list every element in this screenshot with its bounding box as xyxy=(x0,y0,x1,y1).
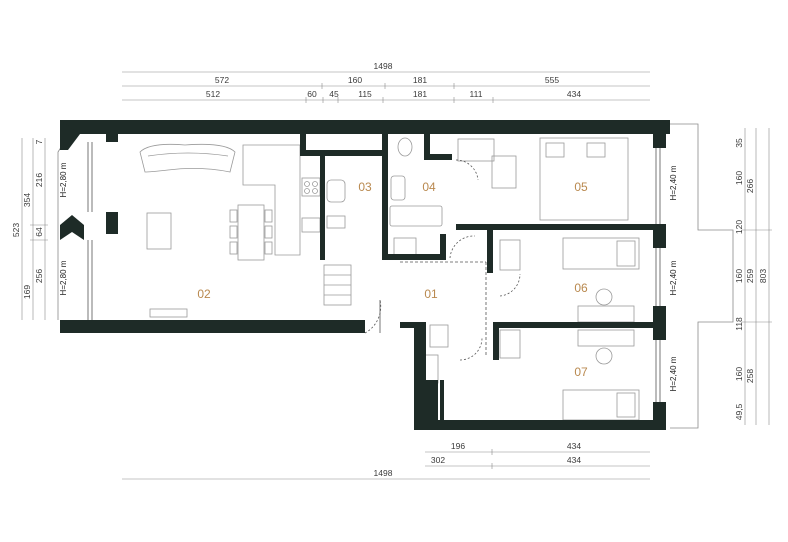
dim-top-row2-0: 512 xyxy=(206,89,220,99)
ceiling-height-right-3: H=2,40 m xyxy=(669,356,678,391)
dim-right-seg-6: 49,5 xyxy=(734,403,744,420)
room-labels: 01 02 03 04 05 06 07 xyxy=(197,180,588,379)
dimension-lines xyxy=(21,71,772,480)
dim-left-seg-1: 216 xyxy=(34,173,44,187)
room-label-01: 01 xyxy=(424,287,438,301)
right-dimension-labels: 35 160 120 160 118 160 49,5 266 259 258 … xyxy=(734,138,768,420)
furniture xyxy=(139,137,640,421)
dim-top-row2-2: 45 xyxy=(329,89,339,99)
room-label-03: 03 xyxy=(358,180,372,194)
dim-top-row2-4: 181 xyxy=(413,89,427,99)
dim-bottom-row1-1: 434 xyxy=(567,441,581,451)
ceiling-height-right-1: H=2,40 m xyxy=(669,165,678,200)
dim-top-row2-1: 60 xyxy=(307,89,317,99)
dim-right-seg-3: 160 xyxy=(734,269,744,283)
room-label-04: 04 xyxy=(422,180,436,194)
dim-right-seg-4: 118 xyxy=(734,317,744,331)
bottom-dimension-labels: 196 434 302 434 1498 xyxy=(374,441,582,478)
dim-right-seg-5: 160 xyxy=(734,367,744,381)
dim-left-seg-0: 7 xyxy=(34,139,44,144)
openings xyxy=(87,142,661,402)
dim-top-row1-3: 555 xyxy=(545,75,559,85)
dim-bottom-total: 1498 xyxy=(374,468,393,478)
room-label-05: 05 xyxy=(574,180,588,194)
dim-top-row1-2: 181 xyxy=(413,75,427,85)
dim-left-inner-bottom: 169 xyxy=(22,285,32,299)
dim-left-seg-2: 64 xyxy=(34,227,44,237)
room-label-06: 06 xyxy=(574,281,588,295)
dim-right-seg-1: 160 xyxy=(734,171,744,185)
walls xyxy=(60,120,670,430)
ceiling-height-right-2: H=2,40 m xyxy=(669,260,678,295)
ceiling-height-left-top: H=2,80 m xyxy=(59,162,68,197)
dim-bottom-row2-1: 434 xyxy=(567,455,581,465)
dim-top-row2-6: 434 xyxy=(567,89,581,99)
dim-top-row2-5: 111 xyxy=(470,89,483,99)
dim-bottom-row1-0: 196 xyxy=(451,441,465,451)
dim-right-seg-0: 35 xyxy=(734,138,744,148)
top-dimension-labels: 1498 572 160 181 555 512 60 45 115 181 1… xyxy=(206,61,581,99)
dim-top-total: 1498 xyxy=(374,61,393,71)
dim-left-seg-3: 256 xyxy=(34,269,44,283)
dim-right-seg-2: 120 xyxy=(734,220,744,234)
dim-left-inner-top: 354 xyxy=(22,193,32,207)
balcony-outlines xyxy=(57,123,734,429)
dim-left-outer: 523 xyxy=(11,223,21,237)
dim-bottom-row2-0: 302 xyxy=(431,455,445,465)
ceiling-heights: H=2,80 m H=2,80 m H=2,40 m H=2,40 m H=2,… xyxy=(59,162,678,391)
dim-top-row1-1: 160 xyxy=(348,75,362,85)
ceiling-height-left-bottom: H=2,80 m xyxy=(59,260,68,295)
left-dimension-labels: 523 354 169 7 216 64 256 xyxy=(11,139,44,299)
dim-right-inner-0: 266 xyxy=(745,179,755,193)
dim-right-inner-1: 259 xyxy=(745,269,755,283)
dim-top-row2-3: 115 xyxy=(358,89,372,99)
dim-right-outer: 803 xyxy=(758,269,768,283)
room-label-07: 07 xyxy=(574,365,588,379)
room-label-02: 02 xyxy=(197,287,211,301)
dim-top-row1-0: 572 xyxy=(215,75,229,85)
dim-right-inner-2: 258 xyxy=(745,369,755,383)
